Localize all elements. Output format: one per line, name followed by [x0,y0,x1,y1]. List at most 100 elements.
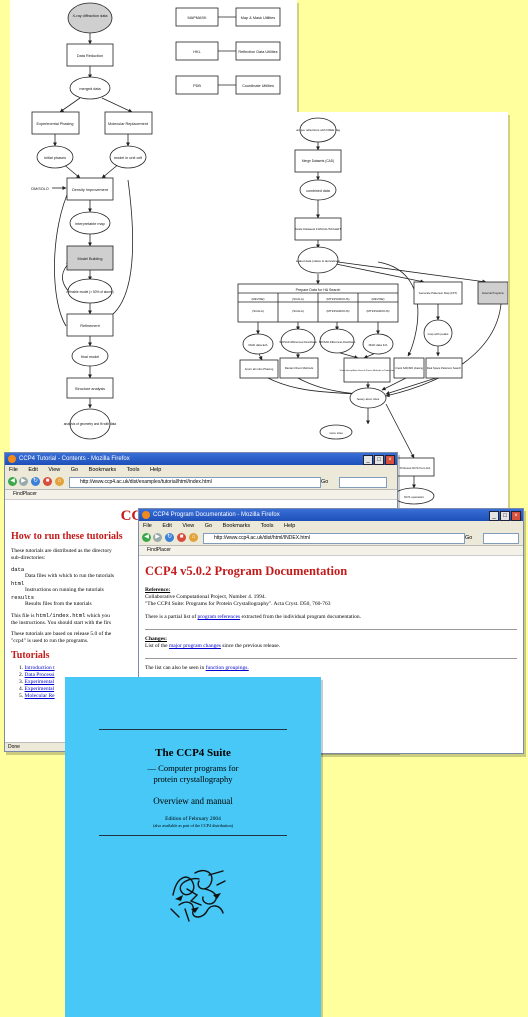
reference-label: Reference: [145,587,171,593]
close-icon[interactable]: × [385,455,395,465]
browser-1-navbar: ◀ ▶ ↻ ■ ⌂ http://www.ccp4.ac.uk/dist/exa… [5,475,397,490]
partial-list-line: There is a partial list of program refer… [145,614,361,620]
bookmarks-toolbar: FindPlacer [5,490,397,500]
label-scaled: scaled data (native & derivatives) [296,259,340,263]
menu-go[interactable]: Go [70,467,79,473]
label-ws-refl: Reflection Data Utilities [238,50,277,54]
label-merged: merged data [79,87,101,91]
menu-bookmarks[interactable]: Bookmarks [222,523,251,529]
label-ncs-ops: NCS operators [404,495,424,499]
home-icon[interactable]: ⌂ [55,477,64,486]
tutorial-link[interactable]: Experimental [24,686,55,692]
bookmark-item[interactable]: FindPlacer [147,547,171,553]
label-sub1: (SCALA) [252,309,264,313]
reference-line-1: Collaborative Computational Project, Num… [145,594,266,600]
label-acorn: Acorn ab initio Phasing [245,367,274,371]
cover-subtitle-1: — Computer programs for [147,763,239,773]
dir-name: data [11,566,25,573]
minimize-icon[interactable]: _ [363,455,373,465]
label-mad-ea: MAD data E/A [248,343,267,347]
label-sub2: (SCALA) [292,309,304,313]
tutorial-link[interactable]: Introduction t [24,665,55,671]
firefox-icon [142,511,150,519]
menu-view[interactable]: View [182,523,195,529]
label-sir-sad2: SIR/SAD differences Diso/Dano [319,340,356,344]
browser-1-titlebar[interactable]: CCP4 Tutorial - Contents - Mozilla Firef… [5,453,397,465]
menu-edit[interactable]: Edit [28,467,38,473]
tutorial-link[interactable]: Data Processi [24,672,55,678]
changes-line: List of the major program changes since … [145,643,281,649]
label-mol-rep: Molecular Replacement [108,122,149,126]
reload-icon[interactable]: ↻ [31,477,40,486]
address-bar[interactable]: http://www.ccp4.ac.uk/dist/html/INDEX.ht… [203,533,465,544]
menu-help[interactable]: Help [283,523,296,529]
back-icon[interactable]: ◀ [8,477,17,486]
based-on-2: "ccp4" is used to run the programs. [11,638,89,644]
function-line: The list can also be seen in function gr… [145,665,249,671]
menu-file[interactable]: File [143,523,152,529]
go-button[interactable]: Go [465,535,473,541]
label-analysis: analysis of geometry and fit with data [64,422,117,426]
address-bar[interactable]: http://www.ccp4.ac.uk/dist/examples/tuto… [69,477,321,488]
tutorial-link[interactable]: Experimental [24,679,55,685]
stop-icon[interactable]: ■ [43,477,52,486]
node-refinement [66,313,114,337]
search-box[interactable] [339,477,387,488]
menu-view[interactable]: View [48,467,61,473]
menu-go[interactable]: Go [204,523,213,529]
label-shelx: Shelx Heavy Atom Search (Direct Methods … [340,369,395,372]
forward-icon[interactable]: ▶ [153,533,162,542]
list-item: 4. Experimental [19,686,55,692]
menu-tools[interactable]: Tools [126,467,140,473]
menu-edit[interactable]: Edit [162,523,172,529]
label-model-unit-cell: model in unit cell [114,156,142,160]
node-model-building [66,245,114,271]
tutorial-link[interactable]: Molecular Re [24,693,55,699]
menu-help[interactable]: Help [149,467,162,473]
reload-icon[interactable]: ↻ [165,533,174,542]
cover-edition: Edition of February 2004 [165,816,221,822]
node-structure-analysis [66,377,114,399]
label-refinable: refinable model (> 50% of atoms) [66,290,113,294]
menu-bookmarks[interactable]: Bookmarks [88,467,117,473]
label-ws-mapmask: MAPMASK [188,16,207,20]
back-icon[interactable]: ◀ [142,533,151,542]
home-icon[interactable]: ⌂ [189,533,198,542]
node-interp-map [69,211,111,235]
go-button[interactable]: Go [321,479,329,485]
label-interp-map: interpretable map [75,222,105,226]
stop-icon[interactable]: ■ [177,533,186,542]
menu-tools[interactable]: Tools [260,523,274,529]
forward-icon[interactable]: ▶ [19,477,28,486]
dir-desc: Results files from the tutorials [25,601,92,607]
menu-file[interactable]: File [9,467,18,473]
node-refinable [67,278,113,304]
minimize-icon[interactable]: _ [489,511,499,521]
close-icon[interactable]: × [511,511,521,521]
label-col3: (MTZ2VARIOUS) [326,297,349,301]
browser-2-menubar: File Edit View Go Bookmarks Tools Help [139,521,523,531]
cover-rule-bottom [99,835,287,836]
browser-2-titlebar[interactable]: CCP4 Program Documentation - Mozilla Fir… [139,509,523,521]
program-references-link[interactable]: program references [197,614,241,620]
node-density [66,177,114,201]
label-patterson: Generate Patterson Map (FFT) [419,291,457,295]
function-groupings-link[interactable]: function groupings. [205,665,249,671]
maximize-icon[interactable]: □ [374,455,384,465]
list-item: 5. Molecular Re [19,693,55,699]
node-merged [69,76,111,100]
node-external [477,281,508,305]
maximize-icon[interactable]: □ [500,511,510,521]
label-sub4: (MTZ2VARIOUS) [366,309,389,313]
label-heavy-atom: heavy atom sites [357,397,380,401]
search-box[interactable] [483,533,519,544]
list-item: 1. Introduction t [19,665,55,671]
list-item: 2. Data Processi [19,672,55,678]
label-more-sites: more sites [329,431,343,435]
label-col1: (REVISE) [251,297,264,301]
major-changes-link[interactable]: major program changes [168,643,221,649]
label-sir-sad: SIR/SAD differences Dano/Dano [279,340,317,344]
bookmark-item[interactable]: FindPlacer [13,491,37,497]
section-heading: How to run these tutorials [11,531,123,542]
node-mol-rep [104,111,153,135]
